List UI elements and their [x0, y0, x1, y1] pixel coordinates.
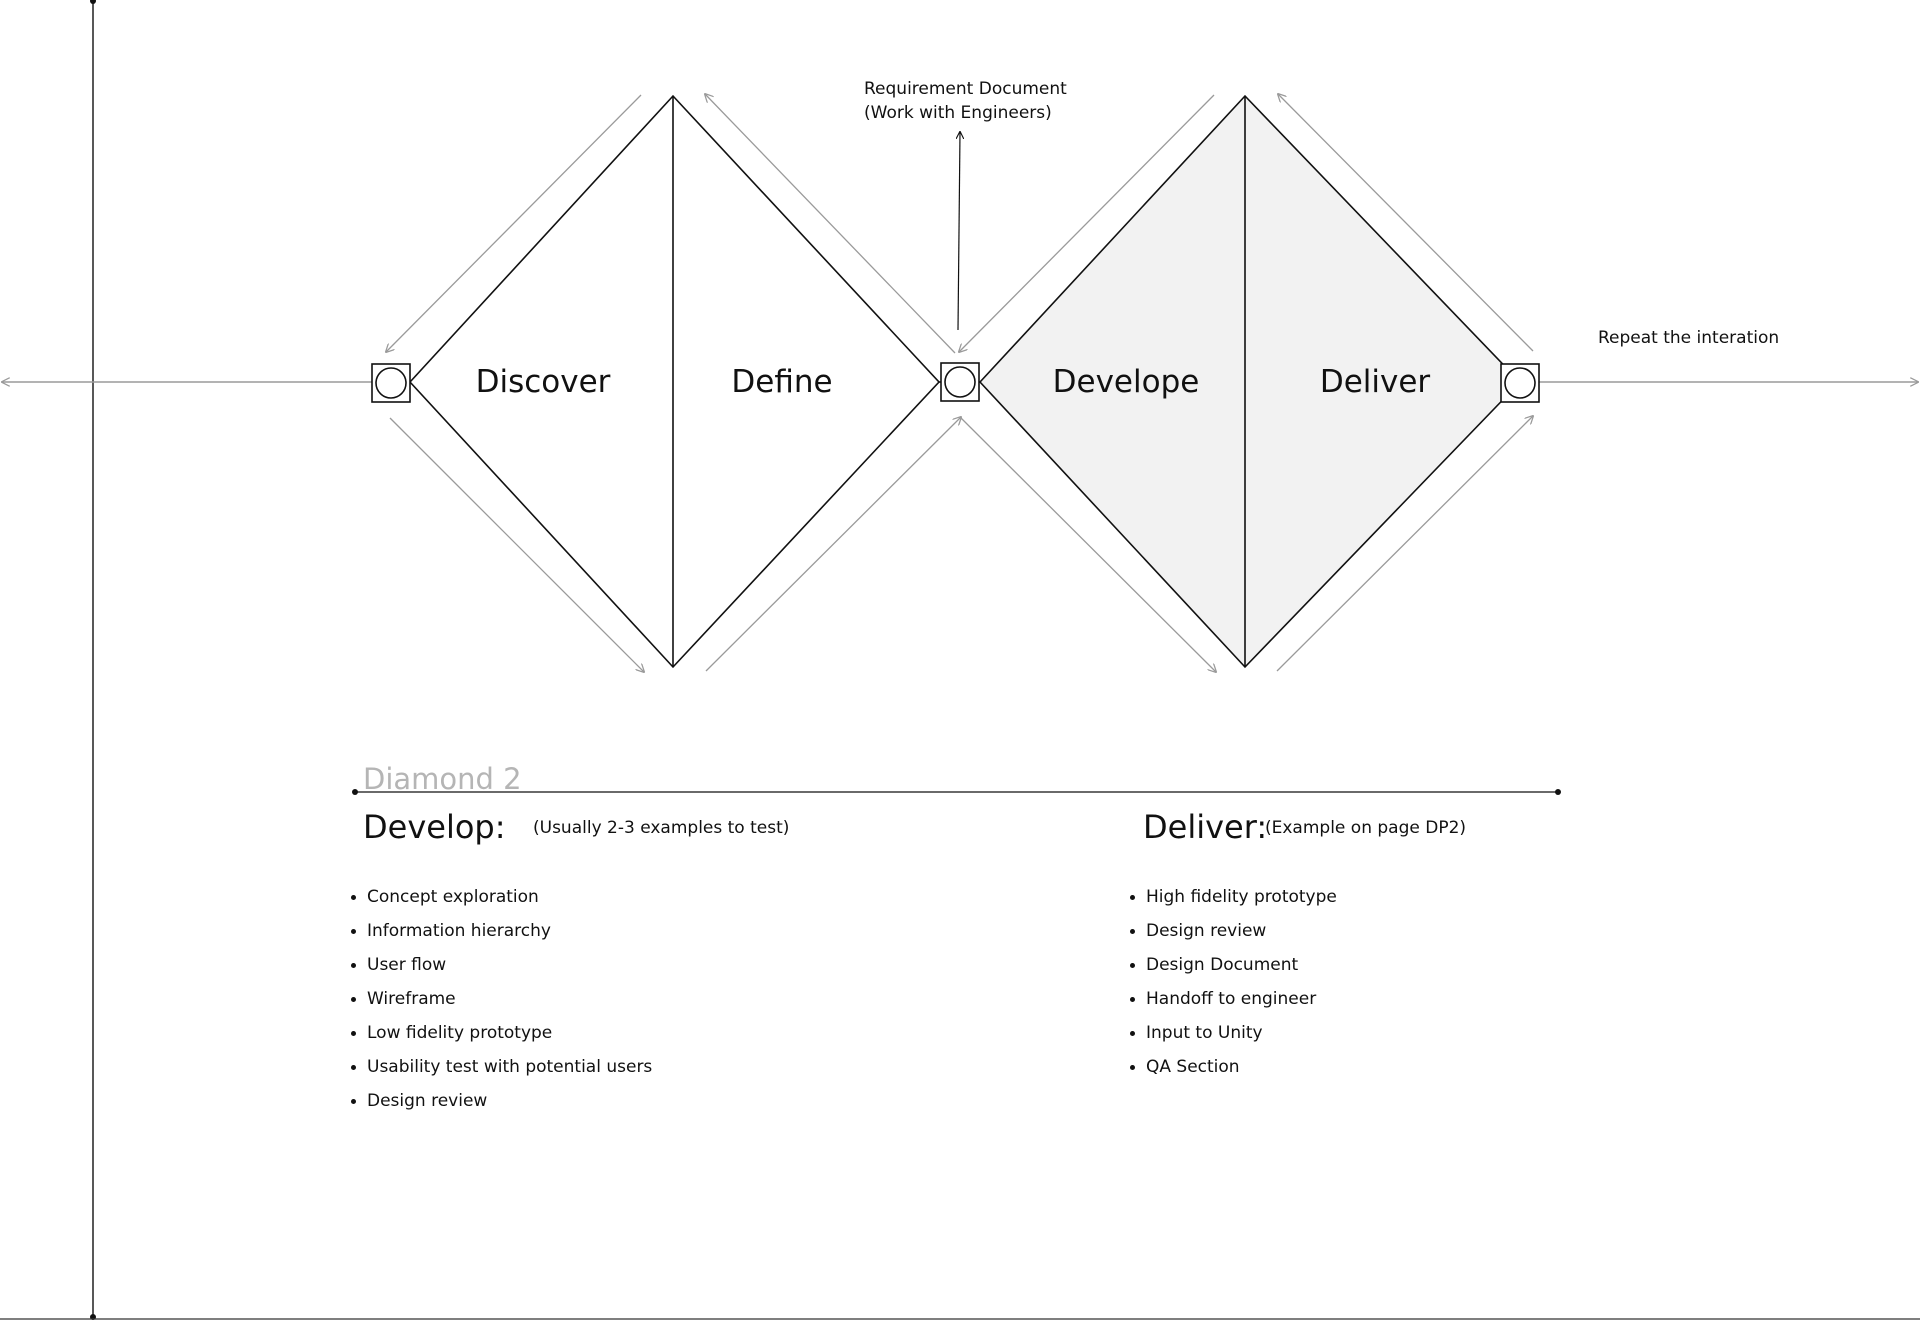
deliver-lower-arrow: [1276, 416, 1533, 672]
develope-upper-arrow: [959, 94, 1215, 352]
list-item: Design Document: [1130, 948, 1337, 982]
develop-subtitle: (Usually 2-3 examples to test): [533, 818, 790, 838]
list-item: User flow: [351, 948, 652, 982]
list-item: Handoff to engineer: [1130, 982, 1337, 1016]
phase-label-discover: Discover: [475, 364, 611, 400]
list-item: High fidelity prototype: [1130, 880, 1337, 914]
list-item: Design review: [1130, 914, 1337, 948]
repeat-note: Repeat the interation: [1598, 328, 1780, 348]
list-item: Input to Unity: [1130, 1016, 1337, 1050]
list-item: Wireframe: [351, 982, 652, 1016]
phase-label-define: Define: [731, 364, 833, 400]
requirement-arrow: [958, 132, 960, 331]
list-item: Concept exploration: [351, 880, 652, 914]
list-item: Design review: [351, 1084, 652, 1118]
phase-label-develope: Develope: [1052, 364, 1200, 400]
list-item: Information hierarchy: [351, 914, 652, 948]
axis-top-dot: [90, 0, 96, 4]
list-item: Usability test with potential users: [351, 1050, 652, 1084]
list-item: QA Section: [1130, 1050, 1337, 1084]
develop-list: Concept exploration Information hierarch…: [351, 880, 652, 1118]
deliver-list: High fidelity prototype Design review De…: [1130, 880, 1337, 1084]
deliver-upper-arrow: [1278, 94, 1534, 352]
define-lower-arrow: [705, 417, 961, 672]
section-divider-left-dot: [352, 789, 358, 795]
phase-label-deliver: Deliver: [1319, 364, 1431, 400]
list-item: Low fidelity prototype: [351, 1016, 652, 1050]
middle-node: [940, 362, 980, 402]
discover-upper-arrow: [386, 94, 642, 352]
end-node: [1500, 363, 1540, 403]
define-upper-arrow: [705, 94, 956, 354]
discover-lower-arrow: [389, 417, 644, 672]
requirement-note: Requirement Document (Work with Engineer…: [864, 77, 1067, 125]
start-node: [371, 363, 411, 403]
section-divider-right-dot: [1555, 789, 1561, 795]
requirement-note-line2: (Work with Engineers): [864, 103, 1052, 123]
develop-diamond-fill: [980, 96, 1520, 667]
deliver-heading: Deliver:: [1143, 808, 1268, 846]
develop-heading: Develop:: [363, 808, 506, 846]
requirement-note-line1: Requirement Document: [864, 79, 1067, 99]
develope-lower-arrow: [960, 417, 1216, 672]
section-title: Diamond 2: [363, 762, 522, 796]
deliver-subtitle: (Example on page DP2): [1265, 818, 1467, 838]
